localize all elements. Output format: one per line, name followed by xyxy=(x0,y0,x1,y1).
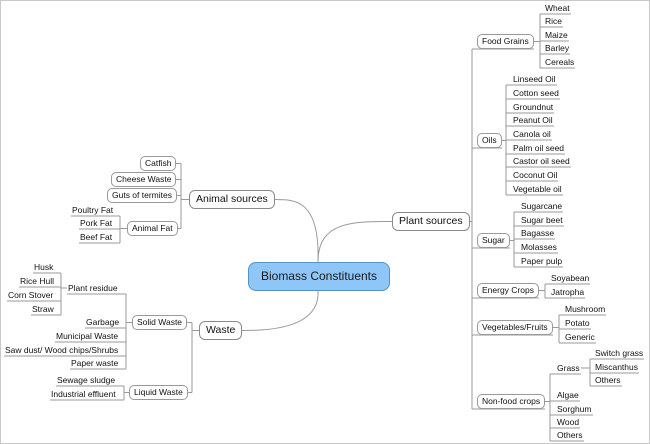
leaf-saw-dust: Saw dust/ Wood chips/Shrubs xyxy=(5,345,119,355)
leaf-palm-oil-seed: Palm oil seed xyxy=(513,143,565,153)
leaf-barley: Barley xyxy=(545,43,570,53)
leaf-peanut-oil: Peanut Oil xyxy=(513,115,553,125)
leaf-bagasse: Bagasse xyxy=(521,228,555,238)
leaf-rice: Rice xyxy=(545,16,563,26)
plant-residue-node: Plant residue xyxy=(68,283,118,293)
leaf-wheat: Wheat xyxy=(545,3,570,13)
leaf-algae: Algae xyxy=(557,390,579,400)
animal-sources-node: Animal sources xyxy=(189,190,275,209)
leaf-corn-stover: Corn Stover xyxy=(8,290,54,300)
leaf-husk: Husk xyxy=(34,262,54,272)
leaf-potato: Potato xyxy=(565,318,590,328)
waste-node: Waste xyxy=(199,321,243,340)
oils-node: Oils xyxy=(477,133,502,148)
liquid-waste-node: Liquid Waste xyxy=(129,385,188,400)
animal-fat-node: Animal Fat xyxy=(127,221,178,236)
leaf-garbage: Garbage xyxy=(86,317,120,327)
leaf-sewage-sludge: Sewage sludge xyxy=(57,375,116,385)
plant-sources-node: Plant sources xyxy=(392,212,470,231)
leaf-miscanthus: Miscanthus xyxy=(595,362,638,372)
leaf-generic: Generic xyxy=(565,332,595,342)
solid-waste-node: Solid Waste xyxy=(132,315,188,330)
guts-of-termites-node: Guts of termites xyxy=(107,188,177,203)
leaf-molasses: Molasses xyxy=(521,242,557,252)
cheese-waste-node: Cheese Waste xyxy=(111,172,177,187)
leaf-canola-oil: Canola oil xyxy=(513,129,551,139)
food-grains-node: Food Grains xyxy=(477,34,534,49)
leaf-jatropha: Jatropha xyxy=(551,287,585,297)
connector-line xyxy=(241,290,319,331)
leaf-sorghum: Sorghum xyxy=(557,404,592,414)
leaf-industrial-effluent: Industrial effluent xyxy=(51,389,116,399)
leaf-paper-waste: Paper waste xyxy=(71,358,119,368)
leaf-groundnut: Groundnut xyxy=(513,102,554,112)
leaf-coconut-oil: Coconut Oil xyxy=(513,170,558,180)
connector-line xyxy=(317,221,393,263)
sugar-node: Sugar xyxy=(477,233,510,248)
leaf-municipal-waste: Municipal Waste xyxy=(56,331,119,341)
leaf-cotton-seed: Cotton seed xyxy=(513,88,559,98)
leaf-beef-fat: Beef Fat xyxy=(80,232,113,242)
leaf-grass-others: Others xyxy=(595,375,621,385)
catfish-node: Catfish xyxy=(140,156,177,171)
leaf-switch-grass: Switch grass xyxy=(595,348,644,358)
leaf-soyabean: Soyabean xyxy=(551,273,590,283)
leaf-castor-oil-seed: Castor oil seed xyxy=(513,156,570,166)
root-node: Biomass Constituents xyxy=(248,262,390,291)
leaf-rice-hull: Rice Hull xyxy=(20,276,55,286)
leaf-mushroom: Mushroom xyxy=(565,304,606,314)
leaf-sugar-beet: Sugar beet xyxy=(521,215,563,225)
leaf-sugarcane: Sugarcane xyxy=(521,201,563,211)
leaf-maize: Maize xyxy=(545,30,568,40)
leaf-linseed-oil: Linseed Oil xyxy=(513,74,556,84)
leaf-wood: Wood xyxy=(557,417,580,427)
connector-line xyxy=(274,199,319,263)
leaf-poultry-fat: Poultry Fat xyxy=(72,205,114,215)
leaf-nonfood-others: Others xyxy=(557,430,583,440)
leaf-vegetable-oil: Vegetable oil xyxy=(513,184,562,194)
grass-node: Grass xyxy=(557,363,580,373)
leaf-cereals: Cereals xyxy=(545,57,575,67)
vegetables-fruits-node: Vegetables/Fruits xyxy=(477,320,553,335)
energy-crops-node: Energy Crops xyxy=(477,283,539,298)
non-food-crops-node: Non-food crops xyxy=(477,394,546,409)
leaf-pork-fat: Pork Fat xyxy=(80,218,113,228)
leaf-paper-pulp: Paper pulp xyxy=(521,256,563,266)
leaf-straw: Straw xyxy=(32,304,54,314)
